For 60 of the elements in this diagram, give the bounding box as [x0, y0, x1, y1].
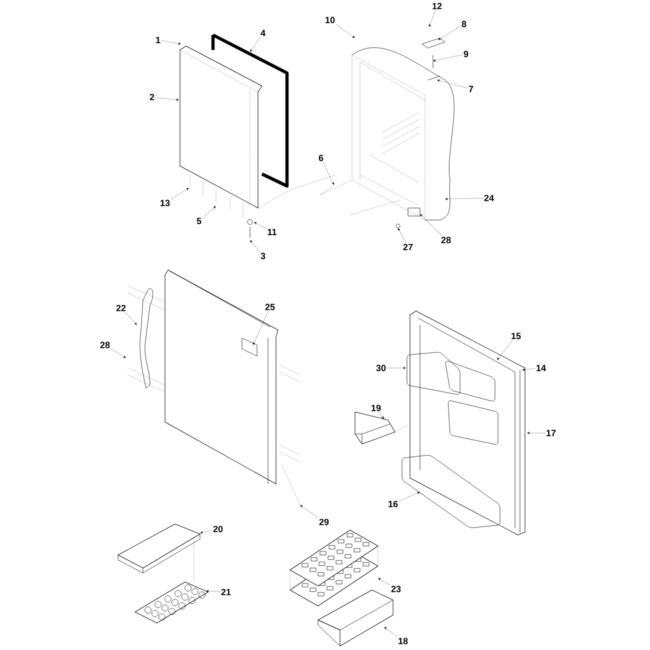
leader-line	[200, 530, 212, 534]
callout-number: 25	[265, 304, 275, 310]
leader-line	[384, 627, 398, 637]
callout-number: 14	[536, 364, 546, 372]
callout-number: 3	[260, 252, 266, 260]
callout-number: 20	[213, 526, 223, 532]
callout-number: 4	[260, 30, 266, 36]
leader-line	[445, 198, 484, 200]
leader-line	[438, 26, 461, 40]
callout-number: 9	[464, 50, 468, 58]
leader-line	[161, 40, 181, 45]
leader-line	[322, 162, 334, 185]
callout-number: 28	[441, 236, 451, 244]
callout-number: 6	[318, 154, 324, 162]
leader-line	[522, 368, 536, 371]
callout-number: 21	[221, 588, 231, 596]
leader-line	[206, 590, 220, 592]
leader-line	[378, 578, 390, 586]
callout-number: 1	[156, 36, 160, 44]
leader-line	[497, 340, 513, 360]
leader-line	[124, 312, 137, 325]
callout-number: 12	[432, 2, 442, 10]
callout-number: 24	[484, 194, 494, 202]
callout-number: 10	[326, 16, 335, 24]
leader-line	[250, 37, 260, 52]
leader-line	[170, 188, 189, 200]
callout-number: 8	[462, 20, 466, 28]
leader-line	[254, 222, 266, 229]
callout-number: 30	[376, 364, 386, 372]
leader-line	[155, 97, 179, 101]
callout-number: 18	[398, 638, 408, 644]
callout-number: 29	[319, 518, 329, 526]
leader-line	[336, 24, 355, 38]
leader-line	[433, 54, 463, 62]
leader-line	[527, 432, 546, 434]
leader-line	[253, 311, 268, 345]
callout-number: 22	[116, 304, 126, 312]
callout-number: 5	[196, 218, 202, 224]
callout-number: 2	[150, 94, 154, 100]
leader-line	[398, 228, 406, 243]
callout-number: 16	[388, 500, 398, 508]
callout-number: 7	[468, 86, 474, 92]
leader-line	[420, 214, 442, 236]
callout-number: 28	[100, 342, 110, 348]
callout-number: 27	[403, 244, 413, 250]
leader-line	[300, 505, 318, 518]
callout-number: 23	[391, 586, 401, 592]
leader-line	[437, 80, 468, 88]
leader-line	[398, 492, 420, 502]
callout-number: 15	[512, 332, 521, 340]
leader-line	[202, 206, 216, 218]
callout-number: 19	[372, 404, 381, 412]
callout-number: 17	[546, 430, 556, 436]
leader-line	[250, 240, 260, 252]
leader-line	[386, 367, 406, 369]
callout-number: 11	[268, 228, 276, 236]
leader-line	[110, 348, 126, 358]
leader-line	[378, 412, 384, 419]
leader-line	[428, 10, 436, 27]
callout-number: 13	[160, 200, 170, 206]
